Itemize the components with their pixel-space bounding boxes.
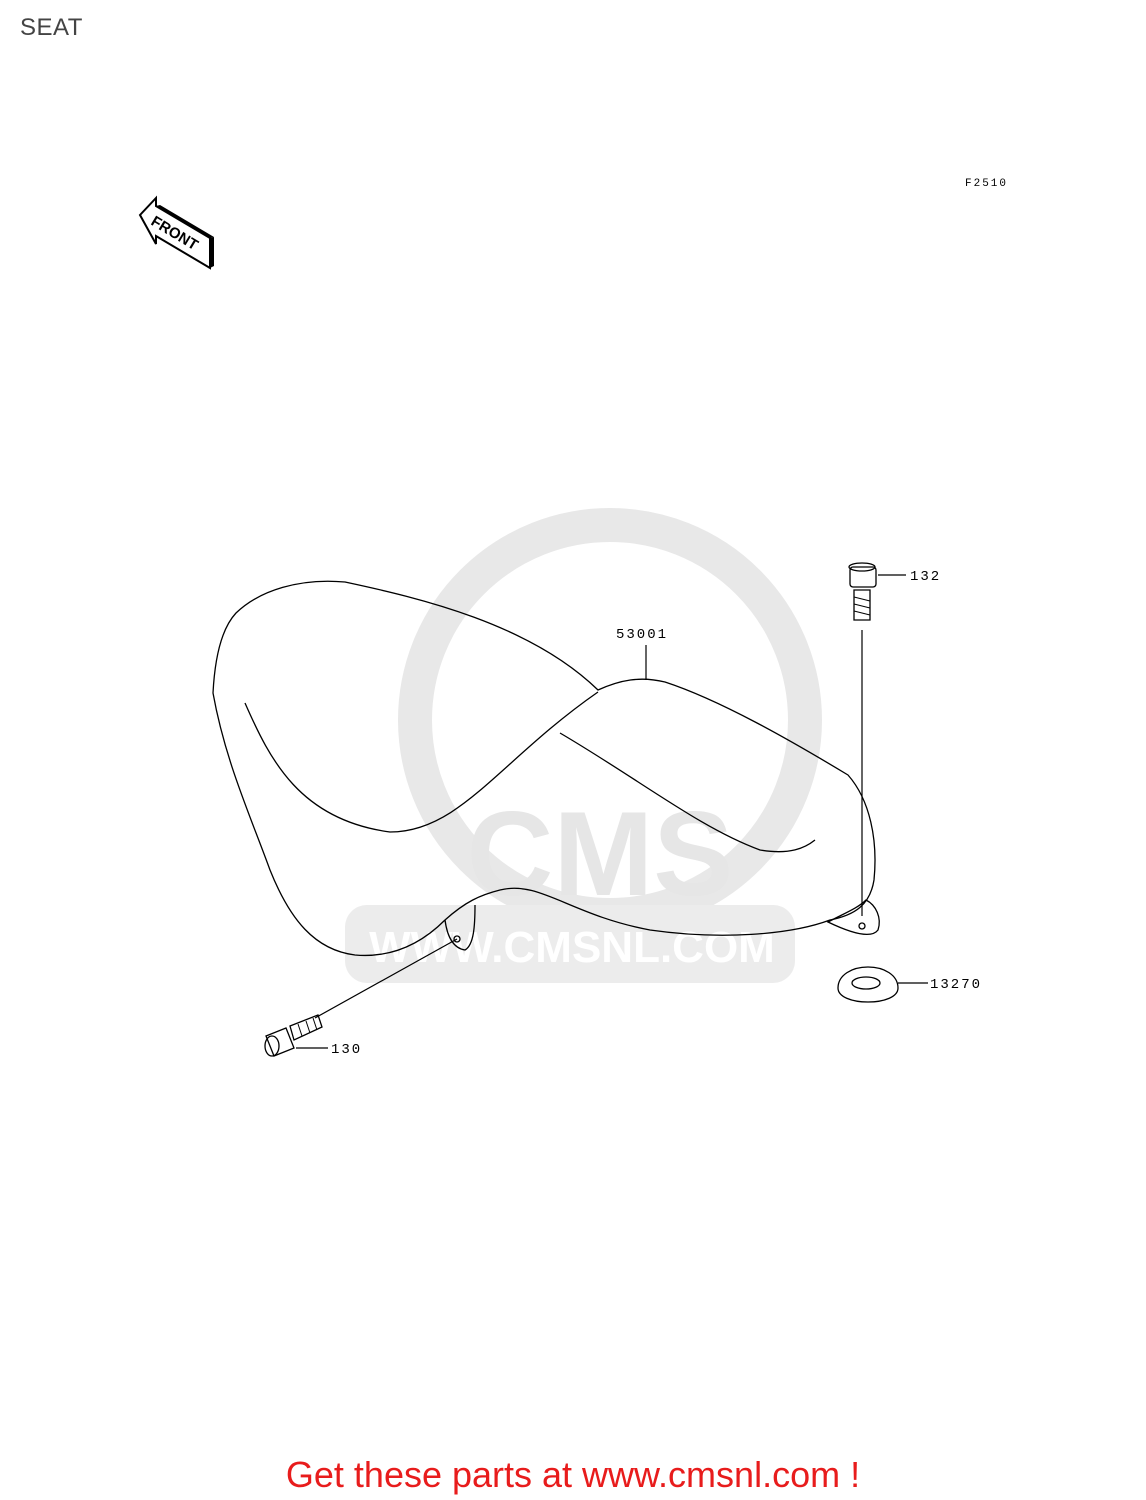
bolt-130-illustration	[264, 938, 458, 1057]
part-label-132: 132	[910, 569, 941, 585]
bolt-132-illustration	[848, 562, 906, 916]
seat-illustration	[212, 580, 880, 957]
cms-watermark-logo: CMS WWW.CMSNL.COM	[345, 508, 822, 983]
washer-13270-illustration	[837, 966, 928, 1003]
promo-link[interactable]: Get these parts at www.cmsnl.com !	[285, 1454, 861, 1495]
part-label-53001: 53001	[616, 627, 668, 643]
front-arrow-icon: FRONT	[138, 195, 214, 270]
diagram-code: F2510	[965, 178, 1009, 190]
part-label-130: 130	[331, 1042, 362, 1058]
part-label-13270: 13270	[930, 977, 982, 993]
watermark-logo-text: CMS	[467, 787, 734, 921]
watermark-url-text: WWW.CMSNL.COM	[369, 923, 775, 972]
page-title: SEAT	[20, 14, 83, 41]
